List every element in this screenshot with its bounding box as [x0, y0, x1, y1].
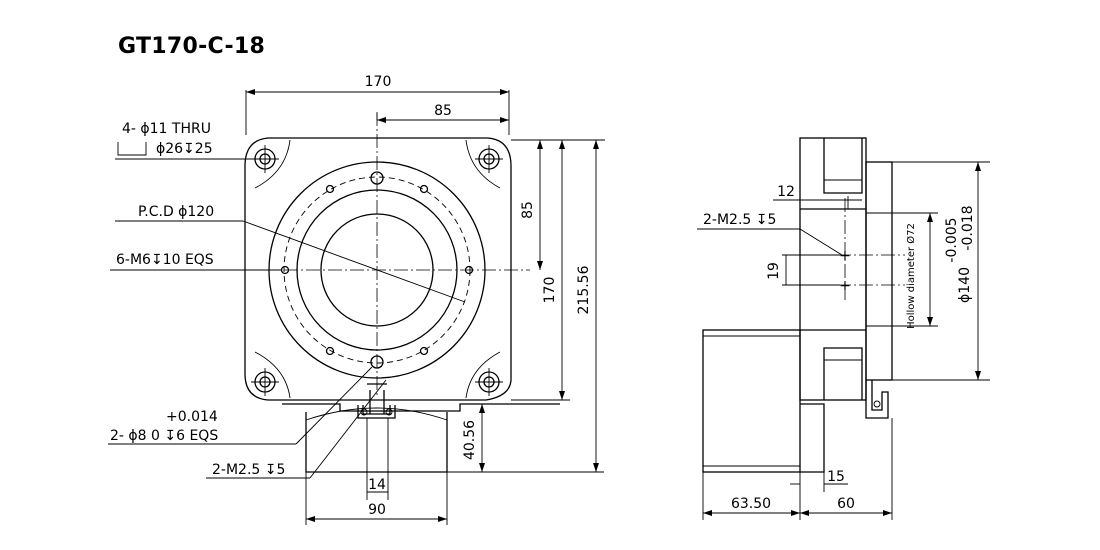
mounting-hole-bl [251, 368, 279, 396]
front-dimensions: 170 85 85 170 215.56 40.56 14 [108, 74, 605, 525]
dim-width-170: 170 [365, 74, 392, 90]
pcd-radius-leader [242, 220, 466, 303]
dim-half-width-85: 85 [434, 103, 452, 119]
tap-hole-6 [419, 346, 429, 356]
dim-side-12: 12 [777, 184, 795, 200]
front-motor-base [282, 403, 560, 412]
mounting-hole-br [475, 368, 503, 396]
counterbore-symbol [117, 142, 147, 156]
label-holes: 4- ϕ11 THRU [122, 121, 211, 137]
dim-flange-offset-40-56: 40.56 [462, 420, 478, 460]
side-view: + + [702, 137, 905, 473]
mounting-hole-tr [475, 145, 503, 173]
dim-dia-140-lower-tol: -0.018 [960, 205, 976, 250]
front-inner-chamfer-tr [465, 139, 501, 189]
dim-side-15: 15 [827, 469, 845, 485]
label-hollow-diameter: Hollow diameter Ø72 [905, 223, 917, 329]
dim-half-height-85: 85 [520, 201, 536, 219]
dim-side-19: 19 [766, 262, 782, 280]
front-inner-chamfer-bl [254, 351, 291, 399]
side-motor-adapter [800, 403, 825, 473]
front-body-outline [244, 137, 512, 401]
front-inner-chamfer-br [465, 351, 501, 399]
side-tap-upper: + [839, 248, 851, 264]
side-dimensions: 12 2-M2.5 ↧5 19 Hollow diameter Ø72 ϕ140… [697, 161, 990, 520]
drawing-title: GT170-C-18 [118, 34, 266, 59]
side-top-housing [823, 138, 863, 194]
label-m25-side: 2-M2.5 ↧5 [703, 212, 776, 228]
side-tap-lower: + [839, 278, 851, 294]
front-connector [357, 383, 396, 419]
label-taps: 6-M6↧10 EQS [116, 252, 214, 268]
side-bottom-housing [823, 347, 863, 400]
front-connector-screw-right [385, 408, 393, 416]
tap-hole-5 [325, 346, 335, 356]
tap-hole-2 [419, 184, 429, 194]
dim-dia-140: ϕ140 [957, 267, 973, 303]
dim-side-63-50: 63.50 [731, 496, 771, 512]
side-motor [702, 329, 801, 473]
dim-height-170: 170 [542, 277, 558, 304]
front-motor-curve [305, 407, 448, 421]
tap-hole-1 [325, 184, 335, 194]
front-motor-skirt [305, 412, 448, 473]
label-pin-tolerance: +0.014 [166, 409, 218, 425]
front-view [240, 112, 560, 473]
dim-pin-spacing-14: 14 [368, 477, 386, 493]
side-connector-screw [873, 400, 881, 408]
side-output-disk [865, 161, 893, 381]
dim-dia-140-upper-tol: -0.005 [944, 217, 960, 262]
label-pcd: P.C.D ϕ120 [138, 204, 214, 220]
label-counterbore: ϕ26↧25 [156, 141, 213, 157]
label-pin: 2- ϕ8 0 ↧6 EQS [110, 428, 218, 444]
dim-total-height-215-56: 215.56 [576, 265, 592, 314]
side-connector [865, 380, 889, 419]
side-flange [799, 137, 867, 401]
label-m25-front: 2-M2.5 ↧5 [212, 462, 285, 478]
front-inner-chamfer-tl [254, 139, 291, 189]
dim-base-width-90: 90 [368, 502, 386, 518]
dim-side-60: 60 [837, 496, 855, 512]
